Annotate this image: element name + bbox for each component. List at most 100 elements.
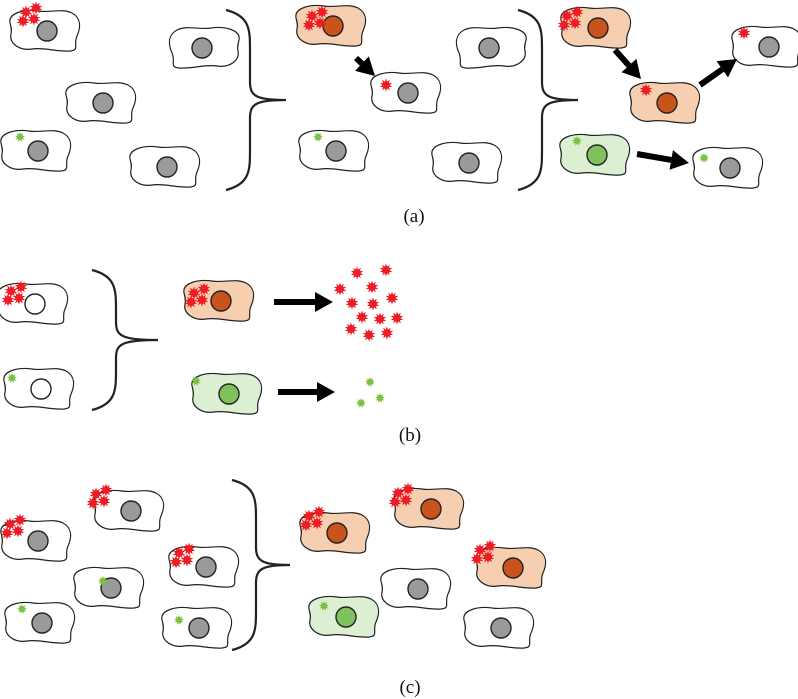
cell-icon bbox=[692, 146, 764, 189]
green-virus-icon bbox=[7, 373, 17, 383]
green-virus-icon bbox=[15, 132, 25, 142]
cell-icon bbox=[431, 141, 503, 184]
cell-icon bbox=[161, 606, 233, 649]
arrow-icon bbox=[353, 55, 375, 76]
brace bbox=[517, 8, 579, 192]
red-virus-icon bbox=[29, 1, 43, 15]
cell-nucleus bbox=[502, 557, 524, 579]
red-virus-icon bbox=[379, 263, 393, 277]
cell-icon bbox=[629, 81, 701, 124]
cell-icon bbox=[393, 487, 465, 530]
cell-icon bbox=[93, 489, 165, 532]
green-virus-icon bbox=[98, 576, 108, 586]
green-virus-icon bbox=[174, 615, 184, 625]
cell-nucleus bbox=[407, 578, 429, 600]
red-virus-icon bbox=[355, 310, 369, 324]
red-virus-icon bbox=[350, 266, 364, 280]
arrow-icon bbox=[274, 292, 333, 312]
cell-icon bbox=[191, 372, 263, 415]
red-virus-icon bbox=[385, 291, 399, 305]
red-virus-icon bbox=[390, 311, 404, 325]
cell-nucleus bbox=[490, 617, 512, 639]
red-virus-icon bbox=[362, 328, 376, 342]
red-virus-icon bbox=[12, 291, 26, 305]
cell-nucleus bbox=[27, 140, 49, 162]
cell-nucleus bbox=[92, 92, 114, 114]
red-virus-icon bbox=[195, 293, 209, 307]
arrow-icon bbox=[698, 59, 737, 88]
cell-icon bbox=[308, 595, 380, 638]
brace bbox=[231, 478, 291, 652]
cell-nucleus bbox=[195, 556, 217, 578]
cell-nucleus bbox=[27, 530, 49, 552]
cell-icon bbox=[370, 71, 442, 114]
arrow-icon bbox=[612, 47, 641, 79]
arrow-head bbox=[621, 58, 641, 79]
arrow-icon bbox=[278, 382, 335, 402]
red-virus-icon bbox=[1, 293, 15, 307]
cell-nucleus bbox=[758, 36, 780, 58]
green-virus-icon bbox=[375, 393, 385, 403]
green-virus-icon bbox=[17, 604, 27, 614]
cell-nucleus bbox=[586, 144, 608, 166]
cell-icon bbox=[73, 566, 145, 609]
red-virus-icon bbox=[11, 524, 25, 538]
red-virus-icon bbox=[14, 280, 28, 294]
cell-icon bbox=[0, 129, 72, 172]
arrow-head bbox=[315, 292, 333, 312]
red-virus-icon bbox=[27, 12, 41, 26]
viruses-layer bbox=[0, 1, 751, 625]
red-virus-icon bbox=[99, 483, 113, 497]
green-virus-icon bbox=[572, 136, 582, 146]
red-virus-icon bbox=[299, 518, 313, 532]
cell-nucleus bbox=[188, 617, 210, 639]
cell-nucleus bbox=[156, 156, 178, 178]
cell-icon bbox=[4, 601, 76, 644]
cell-icon bbox=[380, 567, 452, 610]
red-virus-icon bbox=[483, 539, 497, 553]
arrow-head bbox=[317, 382, 335, 402]
cell-nucleus bbox=[420, 498, 442, 520]
red-virus-icon bbox=[557, 18, 571, 32]
red-virus-icon bbox=[302, 18, 316, 32]
cells-layer bbox=[0, 4, 798, 649]
green-virus-icon bbox=[313, 132, 323, 142]
cell-nucleus bbox=[30, 378, 52, 400]
red-virus-icon bbox=[313, 16, 327, 30]
arrow-shaft bbox=[698, 66, 724, 88]
cell-icon bbox=[559, 133, 631, 176]
green-virus-icon bbox=[699, 153, 709, 163]
red-virus-icon bbox=[365, 280, 379, 294]
cell-nucleus bbox=[325, 140, 347, 162]
red-virus-icon bbox=[184, 295, 198, 309]
red-virus-icon bbox=[345, 296, 359, 310]
arrow-icon bbox=[636, 150, 689, 170]
arrow-shaft bbox=[353, 55, 364, 66]
brace bbox=[225, 8, 287, 192]
brace bbox=[91, 268, 159, 412]
cell-icon bbox=[560, 6, 632, 49]
red-virus-icon bbox=[182, 542, 196, 556]
cell-nucleus bbox=[335, 606, 357, 628]
cell-icon bbox=[298, 129, 370, 172]
arrow-head bbox=[669, 150, 689, 170]
cell-nucleus bbox=[24, 293, 46, 315]
red-virus-icon bbox=[180, 553, 194, 567]
red-virus-icon bbox=[344, 322, 358, 336]
cell-nucleus bbox=[210, 290, 232, 312]
red-virus-icon bbox=[380, 326, 394, 340]
cell-nucleus bbox=[31, 612, 53, 634]
cell-icon bbox=[129, 145, 201, 188]
panel-label-b: (b) bbox=[399, 425, 421, 446]
cell-icon bbox=[65, 81, 137, 124]
arrows-layer bbox=[274, 47, 737, 402]
arrow-shaft bbox=[636, 151, 672, 163]
red-virus-icon bbox=[568, 16, 582, 30]
cell-icon bbox=[168, 26, 240, 69]
red-virus-icon bbox=[315, 5, 329, 19]
cell-nucleus bbox=[587, 17, 609, 39]
cell-icon bbox=[0, 282, 69, 325]
cell-nucleus bbox=[719, 157, 741, 179]
cell-icon bbox=[3, 367, 75, 410]
